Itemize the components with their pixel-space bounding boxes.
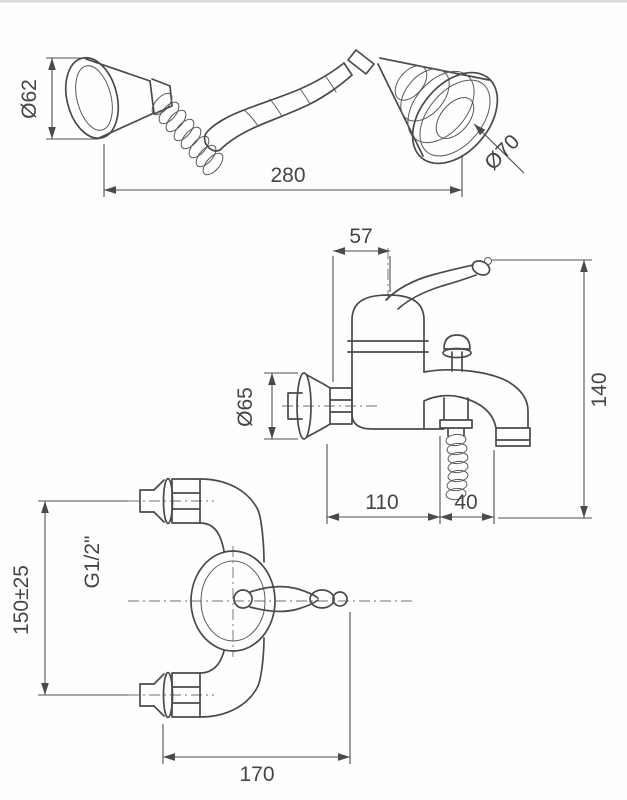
dim-57-label: 57: [349, 225, 372, 248]
dim-57: 57: [332, 225, 391, 382]
dim-dia65: Ø65: [234, 372, 298, 440]
mixer-lever: [385, 257, 492, 310]
hose-connection: [439, 397, 473, 501]
dim-150: 150±25: [10, 500, 128, 696]
top-inlet-flange: [139, 477, 201, 525]
mixer-side-view: 57 140 Ø65 110 40: [234, 225, 611, 524]
dim-thread: G1/2": [81, 536, 104, 589]
handshower-head: [377, 57, 499, 165]
dim-dia70: Ø70: [473, 123, 524, 175]
mixer-body: [347, 294, 445, 430]
dim-280-label: 280: [270, 164, 305, 187]
mixer-spout: [423, 368, 531, 447]
dim-40-label: 40: [454, 491, 477, 514]
dim-280: 280: [103, 144, 463, 197]
dim-dia65-label: Ø65: [234, 387, 257, 427]
dim-170-label: 170: [239, 763, 274, 786]
dim-140-label: 140: [588, 372, 611, 407]
dim-110-label: 110: [365, 491, 398, 514]
handshower-view: Ø62 Ø70 280: [18, 49, 524, 197]
dim-dia62-label: Ø62: [18, 79, 41, 119]
dim-150-label: 150±25: [10, 565, 33, 635]
dim-dia62: Ø62: [18, 57, 99, 140]
page-top-border: [0, 0, 627, 3]
dim-140: 140: [492, 259, 611, 519]
diverter-knob: [442, 334, 472, 372]
wall-flange-side: [287, 372, 353, 440]
front-lever: [249, 585, 348, 613]
handshower-hose-coil: [151, 92, 224, 176]
thread-label: G1/2": [81, 536, 104, 589]
mixer-front-view: G1/2" 150±25 170: [10, 477, 412, 786]
handshower-bell: [64, 56, 173, 140]
dim-110-40: 110 40: [326, 436, 495, 524]
front-body: [190, 478, 276, 718]
bottom-inlet-flange: [139, 671, 201, 719]
handshower-grip: [203, 49, 375, 152]
dim-170: 170: [162, 612, 351, 786]
